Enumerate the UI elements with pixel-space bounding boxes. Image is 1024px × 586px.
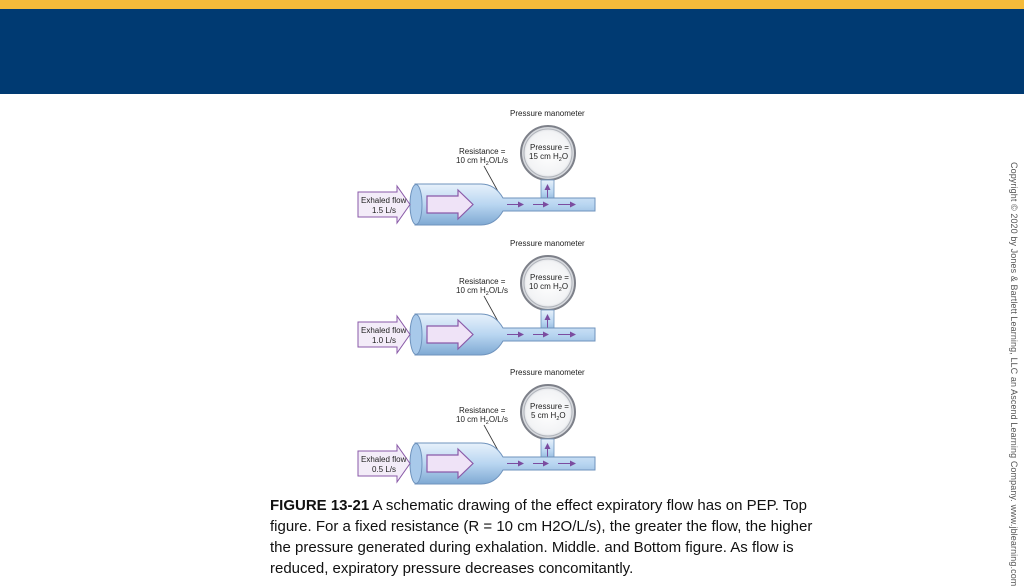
flow-arrow-icon bbox=[426, 188, 474, 221]
svg-text:5 cm H2O: 5 cm H2O bbox=[531, 411, 566, 422]
pressure-subscript: 2 bbox=[556, 416, 559, 422]
manometer-label: Pressure manometer bbox=[510, 368, 585, 377]
flow-value: 1.5 L/s bbox=[372, 206, 396, 215]
pressure-value: 5 cm H bbox=[531, 411, 557, 420]
pressure-label: Pressure = bbox=[530, 273, 569, 282]
panel-bottom: Pressure manometer Pressure = 5 cm H2O R… bbox=[357, 368, 596, 485]
resistance-unit-tail: O/L/s bbox=[489, 286, 508, 295]
pep-diagram: Pressure manometer Pressure = 15 cm H2O … bbox=[357, 109, 596, 485]
pressure-subscript: 2 bbox=[559, 287, 562, 293]
pressure-unit-tail: O bbox=[562, 282, 568, 291]
pressure-subscript: 2 bbox=[559, 157, 562, 163]
svg-text:10 cm H2O/L/s: 10 cm H2O/L/s bbox=[456, 156, 508, 167]
resistance-subscript: 2 bbox=[486, 161, 489, 167]
pressure-value: 15 cm H bbox=[529, 152, 559, 161]
header-band bbox=[0, 9, 1024, 94]
svg-text:10 cm H2O: 10 cm H2O bbox=[529, 282, 568, 293]
figure-caption: FIGURE 13-21 A schematic drawing of the … bbox=[270, 495, 830, 579]
copyright-notice: Copyright © 2020 by Jones & Bartlett Lea… bbox=[1006, 162, 1019, 586]
resistance-value: 10 cm H bbox=[456, 156, 486, 165]
flow-label: Exhaled flow bbox=[361, 326, 407, 335]
copyright-text: Copyright © 2020 by Jones & Bartlett Lea… bbox=[1009, 162, 1019, 586]
figure-number: FIGURE 13-21 bbox=[270, 497, 370, 514]
resistance-label: Resistance = bbox=[459, 406, 506, 415]
resistance-label: Resistance = bbox=[459, 147, 506, 156]
exhaled-flow-callout bbox=[357, 314, 411, 355]
panel-middle: Pressure manometer Pressure = 10 cm H2O … bbox=[357, 239, 596, 356]
pressure-unit-tail: O bbox=[562, 152, 568, 161]
pressure-unit-tail: O bbox=[559, 411, 565, 420]
flow-value: 0.5 L/s bbox=[372, 465, 396, 474]
pressure-label: Pressure = bbox=[530, 143, 569, 152]
pressure-value: 10 cm H bbox=[529, 282, 559, 291]
resistance-value: 10 cm H bbox=[456, 415, 486, 424]
manometer-label: Pressure manometer bbox=[510, 109, 585, 118]
resistance-label: Resistance = bbox=[459, 277, 506, 286]
exhaled-flow-callout bbox=[357, 443, 411, 484]
svg-text:10 cm H2O/L/s: 10 cm H2O/L/s bbox=[456, 286, 508, 297]
flow-value: 1.0 L/s bbox=[372, 336, 396, 345]
resistance-subscript: 2 bbox=[486, 420, 489, 426]
svg-text:10 cm H2O/L/s: 10 cm H2O/L/s bbox=[456, 415, 508, 426]
resistance-unit-tail: O/L/s bbox=[489, 415, 508, 424]
resistance-unit-tail: O/L/s bbox=[489, 156, 508, 165]
top-accent-stripe bbox=[0, 0, 1024, 9]
flow-arrow-icon bbox=[426, 447, 474, 480]
flow-label: Exhaled flow bbox=[361, 455, 407, 464]
resistance-value: 10 cm H bbox=[456, 286, 486, 295]
resistance-subscript: 2 bbox=[486, 291, 489, 297]
flow-arrow-icon bbox=[426, 318, 474, 351]
exhaled-flow-callout bbox=[357, 184, 411, 225]
pressure-label: Pressure = bbox=[530, 402, 569, 411]
panel-top: Pressure manometer Pressure = 15 cm H2O … bbox=[357, 109, 596, 226]
figure-caption-text: A schematic drawing of the effect expira… bbox=[270, 497, 813, 577]
manometer-label: Pressure manometer bbox=[510, 239, 585, 248]
flow-label: Exhaled flow bbox=[361, 196, 407, 205]
svg-text:15 cm H2O: 15 cm H2O bbox=[529, 152, 568, 163]
